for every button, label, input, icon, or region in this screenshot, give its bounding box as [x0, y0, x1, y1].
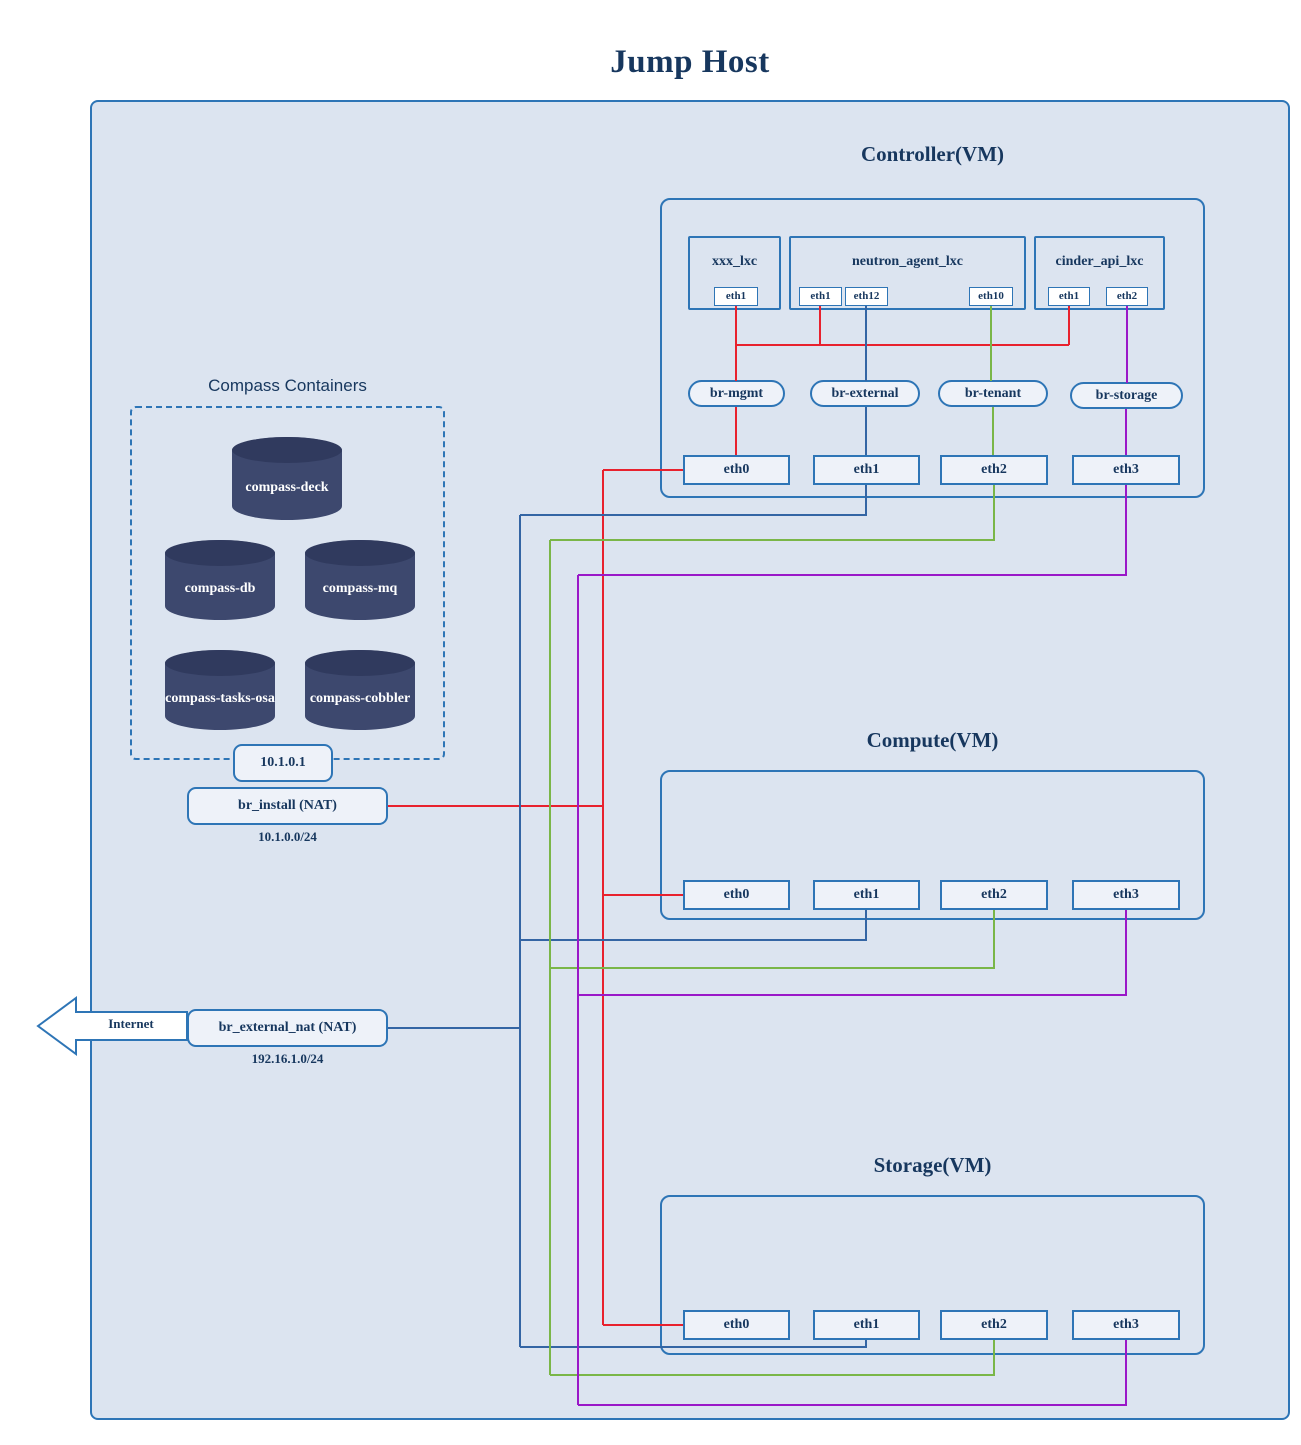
compass-containers-label: Compass Containers — [208, 376, 367, 395]
br-external-nat-box: br_external_nat (NAT) — [187, 1009, 388, 1047]
storage-eth1: eth1 — [813, 1310, 920, 1340]
internet-label: Internet — [108, 1016, 154, 1031]
cinder-port-eth1: eth1 — [1048, 287, 1090, 306]
container-compass-mq: compass-mq — [305, 540, 415, 620]
cinder-port-eth2: eth2 — [1106, 287, 1148, 306]
compute-eth1: eth1 — [813, 880, 920, 910]
compute-eth0: eth0 — [683, 880, 790, 910]
xxx-lxc-box — [688, 236, 781, 310]
controller-eth2: eth2 — [940, 455, 1048, 485]
container-compass-tasks-osa: compass-tasks-osa — [165, 650, 275, 730]
container-compass-cobbler: compass-cobbler — [305, 650, 415, 730]
xxx-lxc-label: xxx_lxc — [711, 254, 758, 269]
container-label: compass-mq — [322, 581, 398, 597]
xxx-lxc-port-eth1: eth1 — [714, 287, 758, 306]
container-label: compass-deck — [245, 479, 329, 495]
container-compass-db: compass-db — [165, 540, 275, 620]
container-compass-deck: compass-deck — [232, 437, 342, 520]
controller-vm-label: Controller(VM) — [860, 142, 1005, 166]
compute-eth3: eth3 — [1072, 880, 1180, 910]
storage-vm-label: Storage(VM) — [873, 1153, 992, 1177]
external-cidr-label: 192.16.1.0/24 — [251, 1051, 324, 1066]
neutron-agent-lxc-label: neutron_agent_lxc — [852, 254, 963, 269]
storage-eth3: eth3 — [1072, 1310, 1180, 1340]
compute-eth2: eth2 — [940, 880, 1048, 910]
controller-eth0: eth0 — [683, 455, 790, 485]
br-mgmt: br-mgmt — [688, 380, 785, 407]
br-install-box: br_install (NAT) — [187, 787, 388, 825]
container-label: compass-db — [184, 581, 256, 597]
install-cidr-label: 10.1.0.0/24 — [258, 829, 317, 844]
br-storage: br-storage — [1070, 382, 1183, 409]
diagram-title: Jump Host — [610, 44, 770, 80]
cinder-api-lxc-box — [1034, 236, 1165, 310]
br-tenant: br-tenant — [938, 380, 1048, 407]
install-gateway-box: 10.1.0.1 — [233, 744, 333, 782]
neutron-port-eth1: eth1 — [799, 287, 842, 306]
neutron-port-eth10: eth10 — [969, 287, 1013, 306]
cinder-api-lxc-label: cinder_api_lxc — [1055, 254, 1144, 269]
storage-eth0: eth0 — [683, 1310, 790, 1340]
controller-eth1: eth1 — [813, 455, 920, 485]
container-label: compass-tasks-osa — [165, 691, 275, 707]
storage-eth2: eth2 — [940, 1310, 1048, 1340]
compute-vm-label: Compute(VM) — [866, 728, 999, 752]
neutron-port-eth12: eth12 — [845, 287, 888, 306]
container-label: compass-cobbler — [309, 691, 411, 707]
br-external: br-external — [810, 380, 920, 407]
neutron-agent-lxc-box — [789, 236, 1026, 310]
controller-eth3: eth3 — [1072, 455, 1180, 485]
